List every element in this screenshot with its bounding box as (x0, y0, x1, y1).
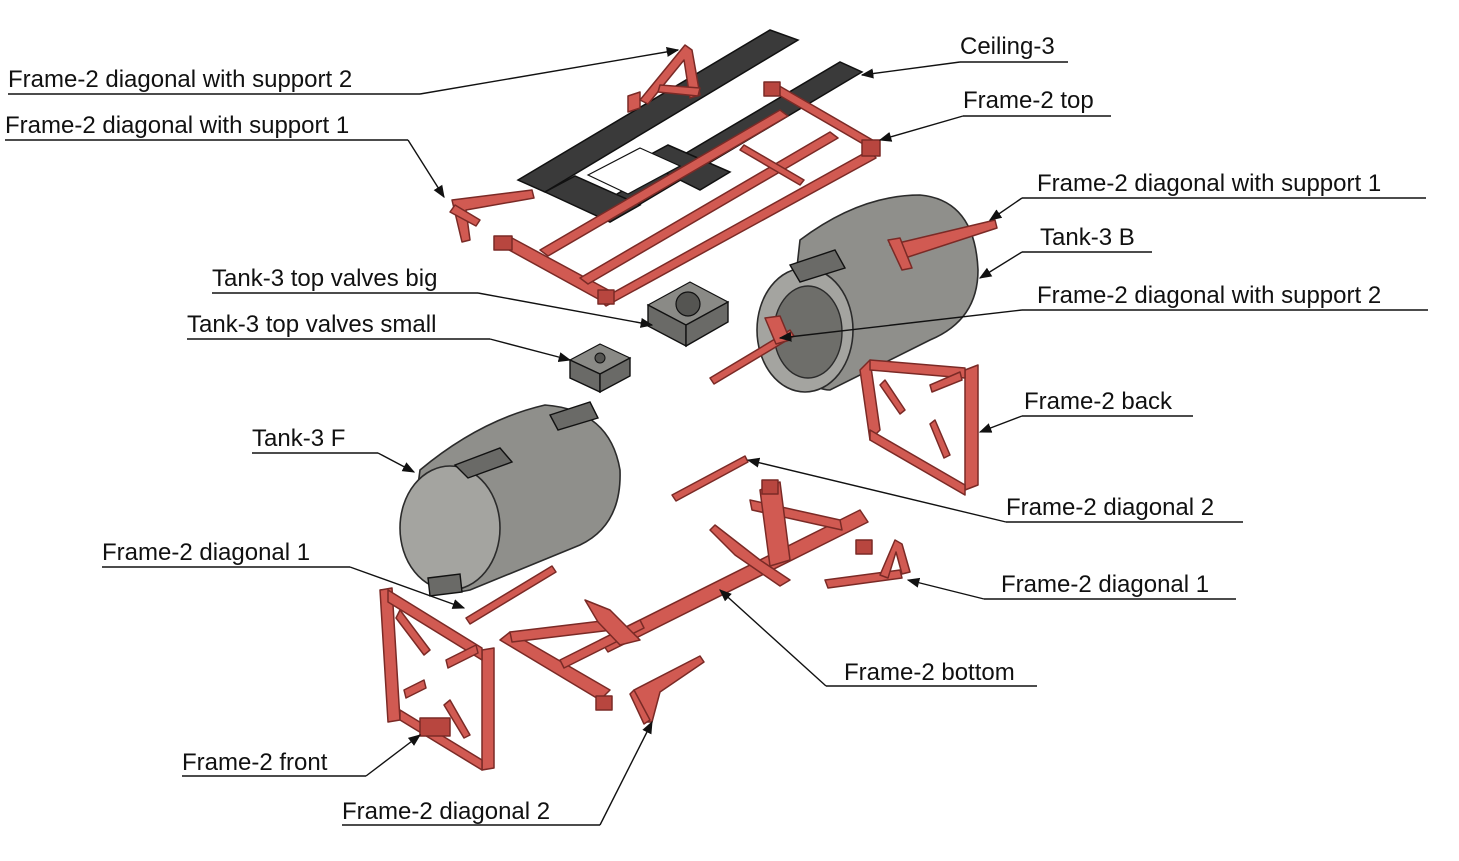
label-frame2-back-text: Frame-2 back (1024, 388, 1173, 415)
label-frame2-diag-support2-top-left-text: Frame-2 diagonal with support 2 (8, 66, 352, 93)
label-frame2-diagonal1-left-text: Frame-2 diagonal 1 (102, 539, 310, 566)
leader-frame2-diagonal2-bottom (599, 720, 653, 826)
leader-frame2-front (365, 734, 422, 777)
frame-2-back-part (859, 359, 979, 496)
frame-2-diagonal-support-1-right-part (887, 219, 998, 271)
leader-frame2-diag-support2-top-left (419, 46, 680, 95)
frame-2-diagonal-2-bottom-part (629, 655, 705, 725)
frame-2-top-part (493, 81, 881, 307)
leader-tank3-f (377, 452, 416, 473)
label-frame2-front-text: Frame-2 front (182, 749, 328, 776)
leader-frame2-diagonal2-right (746, 457, 1007, 523)
label-frame2-diagonal1-left: Frame-2 diagonal 1 (102, 539, 466, 609)
label-tank3-f-text: Tank-3 F (252, 425, 345, 452)
label-frame2-bottom-text: Frame-2 bottom (844, 659, 1015, 686)
label-tank3-b-text: Tank-3 B (1040, 224, 1135, 251)
label-frame2-front: Frame-2 front (182, 734, 422, 777)
label-tank3-top-valves-big-text: Tank-3 top valves big (212, 265, 437, 292)
leader-frame2-top (878, 115, 964, 142)
label-frame2-back: Frame-2 back (978, 388, 1193, 433)
frame-2-diagonal-support-1-left-part (449, 189, 535, 243)
leader-tank3-top-valves-small (489, 338, 572, 362)
label-tank3-b: Tank-3 B (978, 224, 1152, 279)
frame-2-diagonal-support-2-top-part (639, 44, 701, 105)
label-frame2-diag-support2-top-left: Frame-2 diagonal with support 2 (8, 46, 680, 95)
leader-tank3-b (978, 251, 1023, 279)
label-frame2-diag-support1-right: Frame-2 diagonal with support 1 (988, 170, 1426, 221)
label-ceiling-3-text: Ceiling-3 (960, 33, 1055, 60)
frame-2-front-part (379, 587, 495, 771)
label-tank3-top-valves-small-text: Tank-3 top valves small (187, 311, 436, 338)
label-frame2-diagonal1-right-text: Frame-2 diagonal 1 (1001, 571, 1209, 598)
label-frame2-diagonal2-bottom: Frame-2 diagonal 2 (342, 720, 653, 826)
label-ceiling-3: Ceiling-3 (860, 33, 1068, 79)
leader-frame2-diagonal1-left (349, 566, 466, 609)
leader-frame2-diag-support2-right (778, 309, 1023, 342)
leader-frame2-diagonal1-right (906, 577, 985, 600)
leader-tank3-top-valves-big (477, 292, 654, 328)
label-tank3-f: Tank-3 F (252, 425, 416, 473)
frame-2-diagonal-1-right-part (824, 539, 911, 589)
label-frame2-diag-support1-top-left: Frame-2 diagonal with support 1 (5, 112, 445, 199)
label-frame2-diag-support2-right-text: Frame-2 diagonal with support 2 (1037, 282, 1381, 309)
label-frame2-top-text: Frame-2 top (963, 87, 1094, 114)
tank-3-f-part (399, 401, 621, 597)
label-frame2-bottom: Frame-2 bottom (719, 589, 1037, 687)
frame-2-bottom-part (499, 479, 873, 711)
leader-frame2-back (978, 415, 1023, 433)
label-frame2-diagonal2-right-text: Frame-2 diagonal 2 (1006, 494, 1214, 521)
label-frame2-diagonal1-right: Frame-2 diagonal 1 (906, 571, 1236, 600)
label-frame2-top: Frame-2 top (878, 87, 1111, 142)
label-frame2-diagonal2-bottom-text: Frame-2 diagonal 2 (342, 798, 550, 825)
tank-3-top-valves-small-part (568, 343, 632, 394)
label-frame2-diag-support1-right-text: Frame-2 diagonal with support 1 (1037, 170, 1381, 197)
label-tank3-top-valves-small: Tank-3 top valves small (187, 311, 572, 362)
label-frame2-diag-support2-right: Frame-2 diagonal with support 2 (778, 282, 1428, 342)
leader-frame2-diag-support1-right (988, 197, 1023, 221)
label-frame2-diagonal2-right: Frame-2 diagonal 2 (746, 457, 1243, 523)
leader-frame2-bottom (719, 589, 827, 687)
frame-2-diagonal-2-middle-part (671, 455, 749, 502)
leader-frame2-diag-support1-top-left (407, 139, 445, 199)
frame-2-diagonal-1-left-part (465, 565, 557, 625)
tank-3-top-valves-big-part (646, 281, 730, 348)
label-frame2-diag-support1-top-left-text: Frame-2 diagonal with support 1 (5, 112, 349, 139)
label-tank3-top-valves-big: Tank-3 top valves big (212, 265, 654, 328)
leader-ceiling-3 (860, 61, 961, 79)
